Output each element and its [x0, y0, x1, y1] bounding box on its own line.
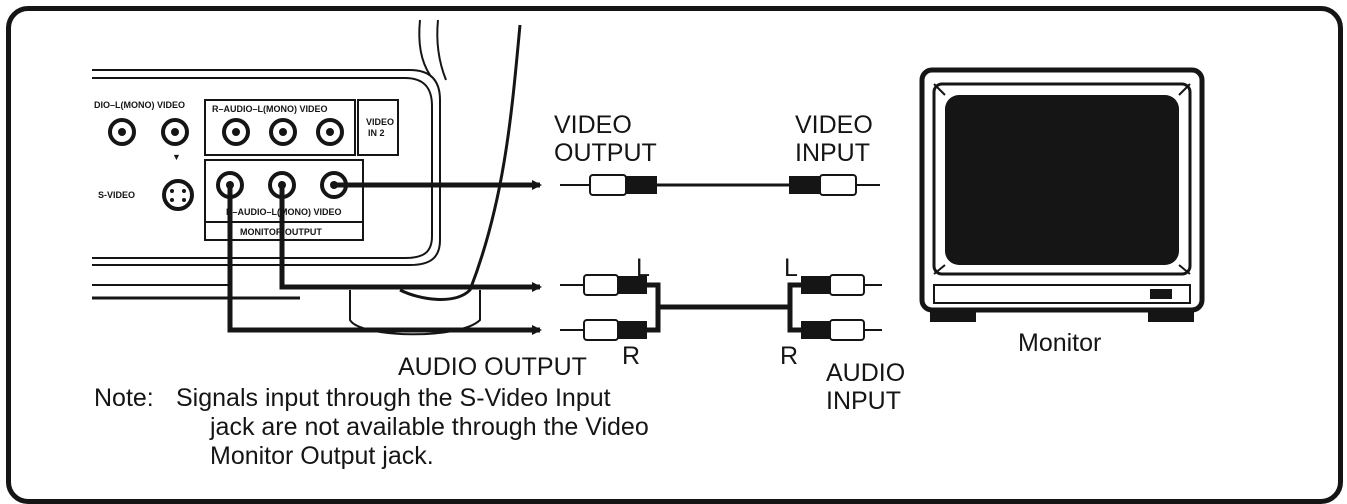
video-in-2-box: [357, 99, 399, 156]
audio-input-label-1: AUDIO: [826, 359, 906, 387]
audio-input-plugs: [801, 274, 882, 341]
audio-output-plugs: [560, 274, 647, 341]
video-in-2-label-1: VIDEO: [366, 117, 394, 127]
s-video-jack: [162, 179, 194, 211]
audio-r-output-letter: R: [622, 342, 641, 370]
right-jacks-label: R–AUDIO–L(MONO) VIDEO: [212, 104, 328, 114]
audio-output-label: AUDIO OUTPUT: [398, 353, 587, 381]
svg-text:▼: ▼: [172, 152, 181, 162]
audio-r-signal-arrow: [227, 185, 542, 335]
monitor-label: Monitor: [1018, 329, 1102, 357]
note-line-2: jack are not available through the Video: [210, 413, 649, 441]
video-cable: [560, 174, 880, 196]
audio-l-signal-arrow: [279, 185, 542, 292]
audio-l-output-letter: L: [636, 254, 650, 282]
s-video-label: S-VIDEO: [98, 190, 135, 200]
audio-cable: [646, 282, 802, 333]
video-input-label-2: INPUT: [795, 139, 870, 167]
video-in-2-label-2: IN 2: [368, 128, 385, 138]
audio-l-input-letter: L: [784, 254, 798, 282]
note-prefix: Note:: [94, 384, 154, 412]
monitor-illustration: [919, 67, 1205, 322]
video-output-label-1: VIDEO: [554, 111, 632, 139]
tv-rear-panel: [92, 19, 522, 336]
note-line-1: Signals input through the S-Video Input: [176, 384, 611, 412]
video-in-jacks-box: [204, 99, 356, 156]
left-jacks-label: DIO–L(MONO) VIDEO: [94, 100, 185, 110]
video-output-label-2: OUTPUT: [554, 139, 657, 167]
note-line-3: Monitor Output jack.: [210, 442, 434, 470]
video-input-label-1: VIDEO: [795, 111, 873, 139]
audio-input-label-2: INPUT: [826, 387, 901, 415]
audio-r-input-letter: R: [780, 342, 799, 370]
